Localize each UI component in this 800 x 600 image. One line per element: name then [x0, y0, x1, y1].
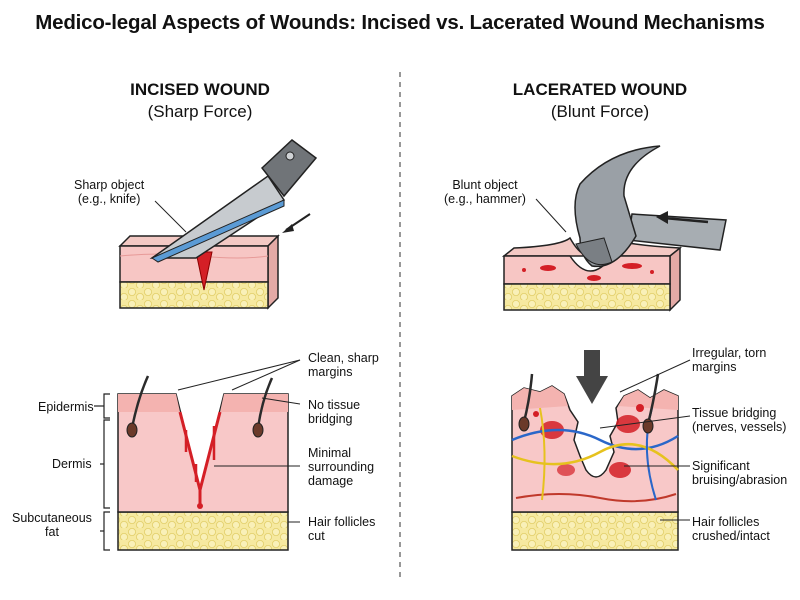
hammer-icon [574, 145, 727, 268]
lacerated-feature-margins: Irregular, torn margins [692, 346, 767, 374]
lacerated-feature-bridging: Tissue bridging (nerves, vessels) [692, 406, 787, 434]
incised-leaders [177, 359, 301, 523]
incised-force-arrow [282, 213, 311, 233]
layer-brackets [94, 393, 110, 551]
incised-heading: INCISED WOUND (Sharp Force) [50, 80, 350, 122]
lacerated-subtitle: (Blunt Force) [550, 102, 650, 121]
lacerated-force-arrow [656, 211, 709, 224]
lacerated-skin-block [501, 236, 683, 312]
incised-object-leader [154, 200, 187, 233]
incised-feature-damage: Minimal surrounding damage [308, 446, 375, 488]
page-title: Medico-legal Aspects of Wounds: Incised … [35, 11, 765, 34]
lacerated-heading: LACERATED WOUND (Blunt Force) [450, 80, 750, 122]
lacerated-feature-bruising: Significant bruising/abrasion [692, 459, 788, 487]
lacerated-feature-follicles: Hair follicles crushed/intact [692, 515, 770, 543]
blunt-impact-arrow [576, 350, 608, 404]
incised-cross-section [117, 375, 289, 551]
dermis-label: Dermis [52, 457, 92, 471]
incised-feature-follicles: Hair follicles cut [308, 515, 376, 543]
epidermis-label: Epidermis [38, 400, 94, 414]
incised-subtitle: (Sharp Force) [147, 102, 253, 121]
knife-icon [149, 139, 318, 263]
incised-skin-block [118, 234, 280, 310]
lacerated-cross-section [511, 373, 679, 551]
incised-object-label: Sharp object (e.g., knife) [74, 178, 145, 206]
lacerated-object-leader [535, 198, 567, 233]
lacerated-leaders [599, 359, 691, 521]
fat-label: Subcutaneous fat [12, 511, 92, 539]
lacerated-title: LACERATED WOUND [512, 80, 688, 99]
incised-feature-bridging: No tissue bridging [308, 398, 361, 426]
incised-title: INCISED WOUND [130, 80, 270, 99]
incised-feature-margins: Clean, sharp margins [308, 351, 379, 379]
lacerated-object-label: Blunt object (e.g., hammer) [444, 178, 526, 206]
